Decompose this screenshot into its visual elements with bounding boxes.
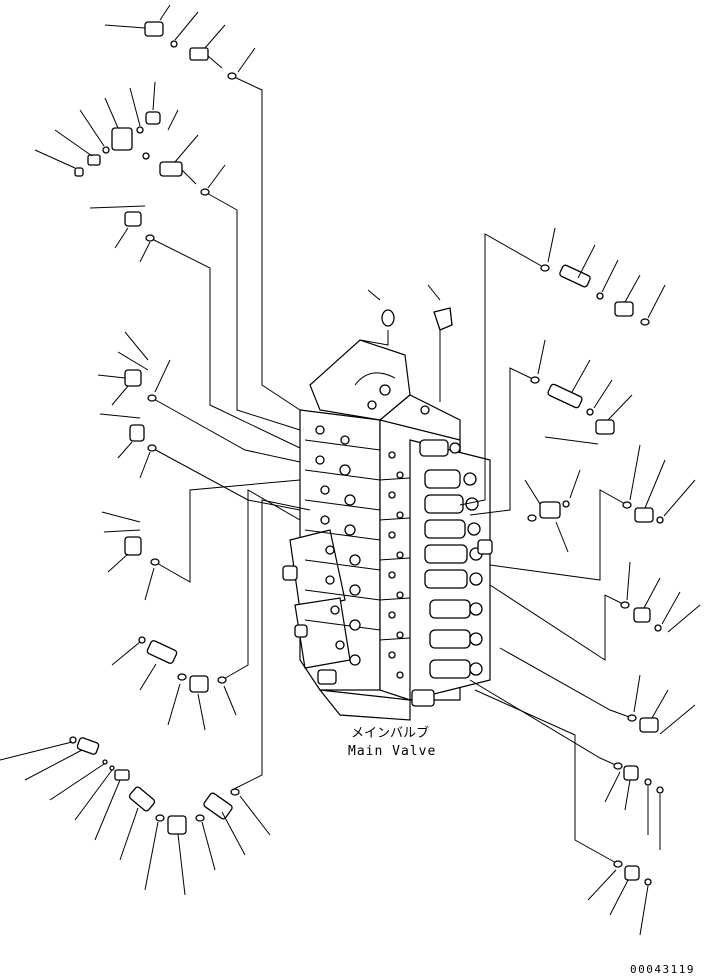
fittings-left-middle — [97, 331, 171, 601]
fittings-top-left — [34, 4, 256, 263]
main-valve-label-en: Main Valve — [348, 744, 436, 759]
fittings-bottom-left — [0, 636, 271, 896]
main-valve-body — [282, 339, 493, 721]
main-valve-label-ja: メインバルブ — [351, 725, 429, 741]
fittings-top-right — [381, 227, 666, 445]
fittings-right-middle — [524, 444, 701, 735]
drawing-id: 00043119 — [630, 963, 695, 976]
leader-lines — [149, 75, 633, 865]
fittings-bottom-right — [587, 762, 664, 936]
